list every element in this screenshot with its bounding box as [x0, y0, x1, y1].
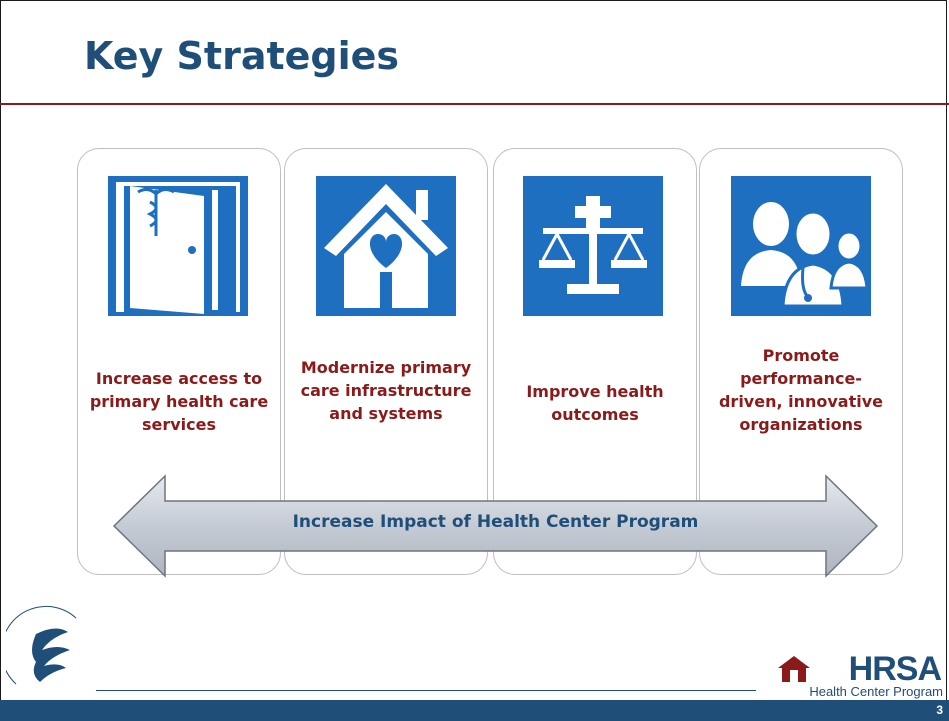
footer-bar — [0, 700, 949, 721]
strategy-label-2: Modernize primary care infrastructure an… — [300, 358, 472, 423]
page-number: 3 — [936, 703, 943, 717]
balance-scale-icon — [523, 176, 663, 316]
hhs-seal-logo — [6, 605, 77, 685]
hrsa-logo-text: HRSA — [848, 650, 942, 688]
hrsa-house-icon — [778, 656, 810, 682]
strategy-label-1: Increase access to primary health care s… — [89, 369, 269, 434]
hrsa-logo-subtext: Health Center Program — [809, 684, 943, 699]
strategy-label-3: Improve health outcomes — [526, 382, 664, 424]
strategy-label-4: Promote performance-driven, innovative o… — [718, 346, 884, 434]
house-heart-icon — [316, 176, 456, 316]
slide-title: Key Strategies — [84, 34, 400, 78]
open-door-caduceus-icon — [108, 176, 248, 316]
title-divider — [0, 103, 949, 105]
double-arrow-banner — [112, 474, 879, 578]
banner-text: Increase Impact of Health Center Program — [292, 512, 699, 532]
doctors-group-icon — [731, 176, 871, 316]
footer-divider — [96, 690, 756, 691]
